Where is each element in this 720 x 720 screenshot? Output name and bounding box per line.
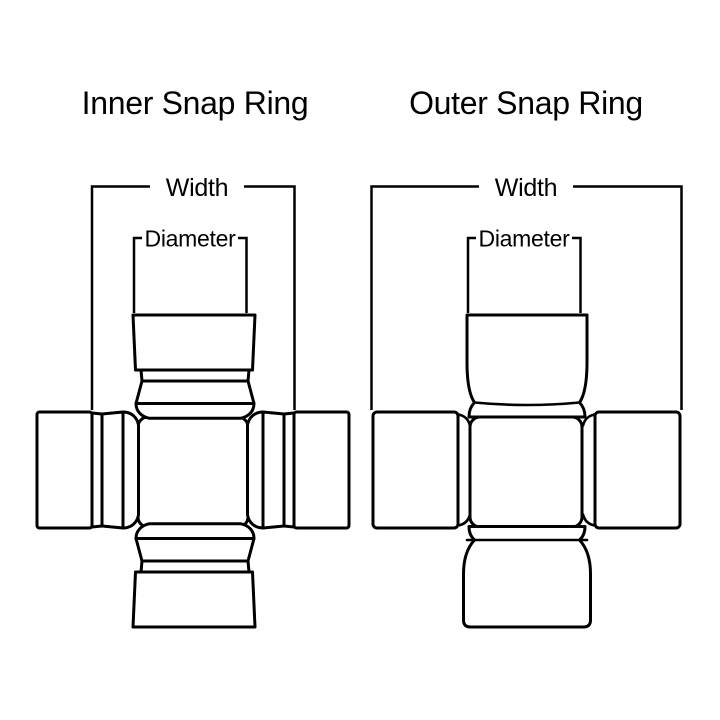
- outer-bottom-bearing-cup: [462, 525, 592, 629]
- outer-width-bracket: [370, 185, 683, 410]
- inner-bottom-skirt: [134, 537, 256, 563]
- inner-top-shoulder: [134, 402, 256, 420]
- inner-diameter-bracket: [132, 236, 248, 313]
- inner-right-skirt: [261, 410, 286, 530]
- inner-bottom-bearing-cup: [131, 570, 257, 629]
- outer-diagram-title: Outer Snap Ring: [409, 85, 643, 121]
- inner-left-skirt: [100, 410, 125, 530]
- outer-right-bearing-cup: [593, 410, 682, 530]
- outer-top-bearing-cup: [465, 313, 589, 419]
- inner-right-bearing-cup: [292, 410, 351, 530]
- inner-center-body: [136, 415, 250, 529]
- outer-bottom-trunnion: [462, 525, 592, 629]
- inner-left-bearing-cup: [35, 410, 94, 530]
- outer-diameter-dimension: Diameter: [466, 226, 582, 313]
- inner-top-skirt: [134, 379, 256, 405]
- outer-left-arm: [371, 410, 472, 530]
- outer-left-neck-fillets: [456, 413, 472, 527]
- inner-width-label: Width: [166, 174, 228, 202]
- inner-right-shoulder: [246, 410, 265, 530]
- inner-top-trunnion: [131, 313, 257, 420]
- inner-top-bearing-cup: [131, 313, 257, 372]
- inner-diagram-title: Inner Snap Ring: [82, 85, 309, 121]
- inner-width-dimension: Width: [90, 174, 296, 410]
- outer-center-body: [468, 415, 584, 529]
- outer-right-arm: [581, 410, 682, 530]
- outer-right-neck-fillets: [581, 413, 597, 527]
- inner-bottom-snap-ring-band: [139, 559, 251, 574]
- inner-top-snap-ring-band: [139, 368, 251, 383]
- outer-diameter-bracket: [466, 236, 582, 313]
- outer-width-dimension: Width: [370, 174, 683, 410]
- outer-snap-ring-diagram: Outer Snap Ring: [370, 85, 683, 629]
- inner-left-shoulder: [121, 410, 140, 530]
- outer-top-snap-ring-groove: [473, 401, 581, 407]
- inner-width-bracket: [90, 185, 296, 410]
- inner-diameter-dimension: Diameter: [132, 226, 248, 313]
- inner-bottom-trunnion: [131, 522, 257, 629]
- outer-top-trunnion: [465, 313, 589, 419]
- inner-bottom-shoulder: [134, 522, 256, 540]
- inner-left-arm: [35, 410, 140, 530]
- outer-width-label: Width: [495, 174, 557, 202]
- outer-left-bearing-cup: [371, 410, 460, 530]
- inner-diameter-label: Diameter: [145, 226, 237, 252]
- outer-diameter-label: Diameter: [479, 226, 571, 252]
- inner-right-arm: [246, 410, 351, 530]
- inner-snap-ring-diagram: Inner Snap Ring: [35, 85, 351, 629]
